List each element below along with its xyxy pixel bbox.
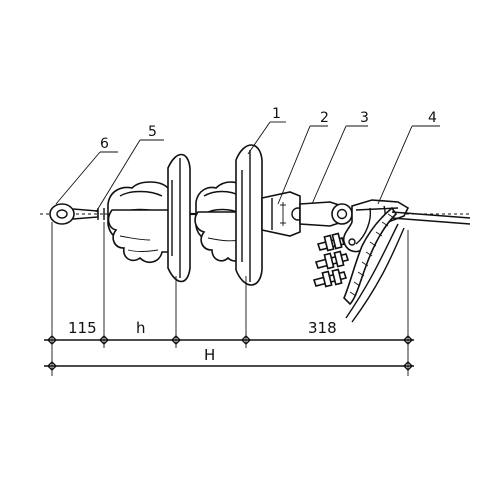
leader-lines <box>55 121 440 213</box>
suspension-clamp <box>312 199 471 323</box>
callout-5: 5 <box>148 124 157 140</box>
dimension-row-lower <box>44 361 414 371</box>
dimension-extension-lines <box>51 222 409 376</box>
clevis-link <box>261 191 353 237</box>
eye-fitting <box>49 203 112 225</box>
insulator-unit-second <box>194 144 263 286</box>
callout-2: 2 <box>320 110 329 126</box>
callout-3: 3 <box>360 110 369 126</box>
callout-1: 1 <box>272 106 281 122</box>
insulator-unit-first <box>107 153 191 283</box>
dimension-h: h <box>136 319 146 337</box>
dimension-115: 115 <box>68 319 97 337</box>
callout-4: 4 <box>428 110 437 126</box>
clamp-bolts <box>312 232 350 288</box>
callout-6: 6 <box>100 136 109 152</box>
dimension-H: H <box>204 346 215 364</box>
dimension-row-upper <box>44 335 414 345</box>
dimension-318: 318 <box>308 319 337 337</box>
